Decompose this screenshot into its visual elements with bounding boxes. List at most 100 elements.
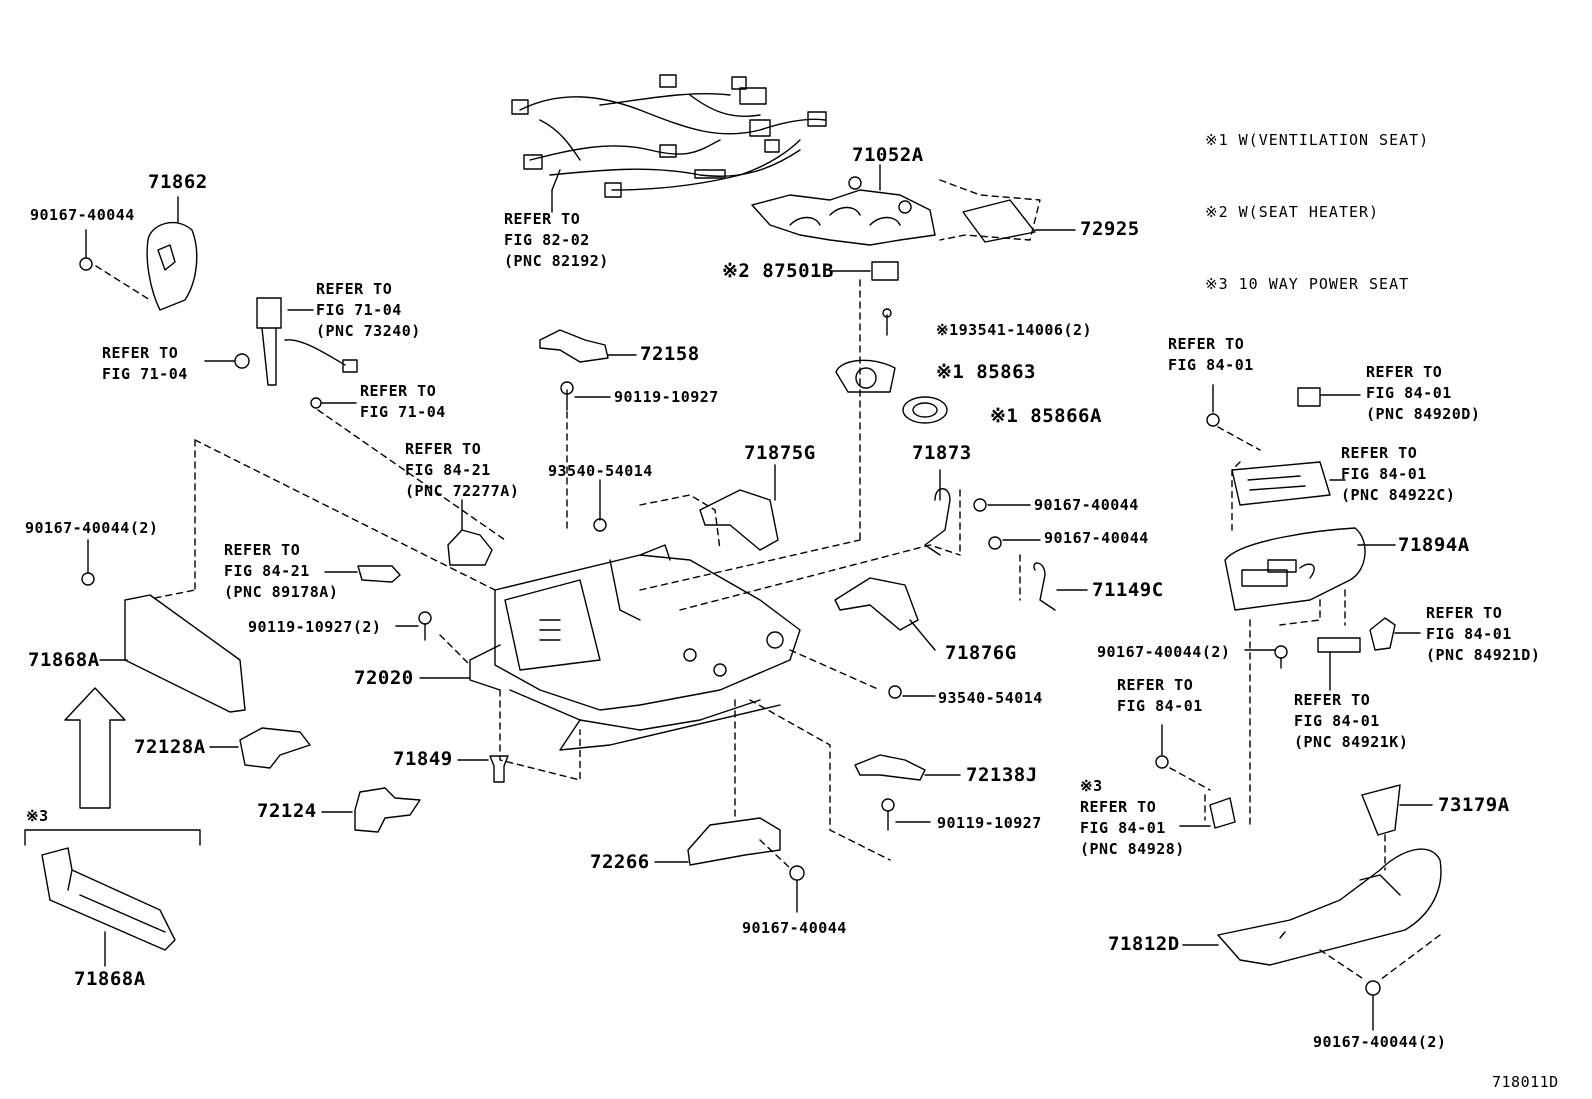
label-refer-fig-84-01-84928: ※3 REFER TO FIG 84-01 (PNC 84928) [1080,777,1185,858]
legend-item: ※2 W(SEAT HEATER) [1205,203,1380,221]
label-87501B: ※2 87501B [722,260,834,282]
label-73179A: 73179A [1438,794,1510,816]
label-71812D: 71812D [1108,933,1180,955]
nut [234,353,250,369]
part-84920D [1297,387,1321,407]
part-72128A [239,727,311,769]
label-71868A: 71868A [28,649,100,671]
dashed-guide [499,689,581,781]
part-71876G [834,577,919,631]
drawing-id: 718011D [1492,1073,1559,1091]
part-72266 [687,817,781,866]
label-93540-54014: 93540-54014 [938,689,1043,707]
label-71868A: 71868A [74,968,146,990]
dashed-guide [194,439,496,591]
label-refer-fig-84-21-72277A: REFER TO FIG 84-21 (PNC 72277A) [405,440,520,500]
bolt-head [1206,413,1220,427]
label-refer-fig-84-01-84922C: REFER TO FIG 84-01 (PNC 84922C) [1341,444,1456,504]
label-72138J: 72138J [966,764,1038,786]
bolt-head [81,572,95,586]
dashed-guide [439,634,471,666]
part-72925-pad [962,199,1036,243]
label-90119-10927: 90119-10927 [937,814,1042,832]
dashed-guide [154,589,196,599]
legend-item: ※3 10 WAY POWER SEAT [1205,275,1410,293]
dashed-guide [749,699,891,861]
part-85866A [902,396,948,424]
dashed-guide [939,179,1041,241]
label-refer-fig-82-02: REFER TO FIG 82-02 (PNC 82192) [504,210,609,270]
label-refer-fig-71-04: REFER TO FIG 71-04 [360,382,446,421]
label-71894A: 71894A [1398,534,1470,556]
bolt-head [418,611,432,625]
bolt-head [1274,645,1288,659]
label-90119-10927: 90119-10927 [614,388,719,406]
wire-harness [511,74,827,198]
dashed-guide [639,494,721,551]
part-72158 [539,329,609,363]
dashed-guide [639,539,861,591]
label-72925: 72925 [1080,218,1140,240]
label-90167-40044-2: 90167-40044(2) [1313,1033,1447,1051]
bolt-head [973,498,987,512]
label-71052A: 71052A [852,144,924,166]
part-71868A-cover [124,594,246,713]
bolt-head [988,536,1002,550]
part-85863 [835,359,896,393]
label-refer-fig-84-01-84921K: REFER TO FIG 84-01 (PNC 84921K) [1294,691,1409,751]
part-72124 [354,787,421,833]
part-84921K [1317,637,1361,653]
seat-belt-buckle [256,297,358,386]
part-71862 [146,221,198,311]
part-71868A-lower [41,847,176,951]
dashed-guide [317,409,506,541]
bolt-head [593,518,607,532]
label-72124: 72124 [257,800,317,822]
label-71862: 71862 [148,171,208,193]
part-89178A [357,565,401,583]
part-84928 [1209,797,1236,829]
label-93540-54014: 93540-54014 [548,462,653,480]
seat-track-assembly [469,544,801,751]
bolt-head [881,798,895,812]
part-72138J [854,754,926,781]
label-193541-14006: ※193541-14006(2) [936,321,1093,339]
label-72266: 72266 [590,851,650,873]
bolt-head [1155,755,1169,769]
label-refer-fig-71-04-73240: REFER TO FIG 71-04 (PNC 73240) [316,280,421,340]
bracket [24,829,201,846]
part-71875G [699,489,779,551]
label-refer-fig-84-01-84920D: REFER TO FIG 84-01 (PNC 84920D) [1366,363,1481,423]
dashed-guide [1169,767,1211,791]
dashed-guide [1217,426,1261,451]
dashed-guide [789,649,881,691]
dashed-guide [95,265,151,301]
label-85866A: ※1 85866A [990,405,1102,427]
dashed-guide [1231,461,1241,531]
leader [909,619,936,651]
bolt-head [560,381,574,395]
part-84921D [1369,617,1396,651]
bolt-head [1365,980,1381,996]
label-71849: 71849 [393,748,453,770]
label-90167-40044: 90167-40044 [30,206,135,224]
bolt-head [888,685,902,699]
arrow-up-icon [64,687,126,809]
part-72277A [447,529,493,566]
label-note-3: ※3 [26,807,49,825]
label-85863: ※1 85863 [936,361,1036,383]
screw-head [882,308,892,318]
part-84922C-switch [1231,461,1331,506]
label-90167-40044: 90167-40044 [1034,496,1139,514]
label-90167-40044: 90167-40044 [742,919,847,937]
bolt-head [789,865,805,881]
label-refer-fig-84-01-84921D: REFER TO FIG 84-01 (PNC 84921D) [1426,604,1541,664]
label-71876G: 71876G [945,642,1017,664]
part-71894A-panel [1224,527,1366,611]
label-refer-fig-71-04: REFER TO FIG 71-04 [102,344,188,383]
label-71873: 71873 [912,442,972,464]
label-72158: 72158 [640,343,700,365]
label-refer-fig-84-21-89178A: REFER TO FIG 84-21 (PNC 89178A) [224,541,339,601]
